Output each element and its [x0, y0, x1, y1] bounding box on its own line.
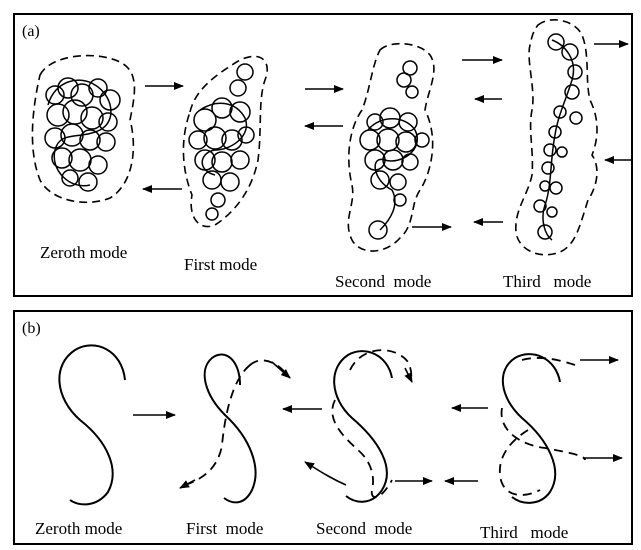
panel-a-zeroth-polymer	[32, 56, 134, 203]
panel-a-first-polymer	[183, 56, 267, 226]
panel-b-third-label: Third mode	[480, 523, 568, 542]
panel-b-label: (b)	[22, 320, 41, 337]
panel-b-zeroth-curve	[59, 345, 125, 504]
panel-a-second-label: Second mode	[335, 272, 431, 291]
panel-b-first-label: First mode	[186, 519, 263, 538]
panel-b-zeroth-label: Zeroth mode	[35, 519, 122, 538]
panel-b-second-curve	[305, 350, 432, 502]
panel-b-first-curve	[180, 354, 290, 502]
panel-a-label: (a)	[22, 23, 40, 40]
panel-a-first-label: First mode	[184, 255, 257, 274]
panel-b-frame	[14, 311, 632, 544]
panel-a-third-label: Third mode	[503, 272, 591, 291]
panel-a-zeroth-label: Zeroth mode	[40, 243, 127, 262]
panel-a-second-polymer	[348, 44, 434, 251]
panel-b-third-curve	[500, 354, 585, 503]
panel-a-arrows	[143, 44, 632, 227]
panel-a-third-polymer	[516, 20, 597, 255]
panel-b-second-label: Second mode	[316, 519, 412, 538]
